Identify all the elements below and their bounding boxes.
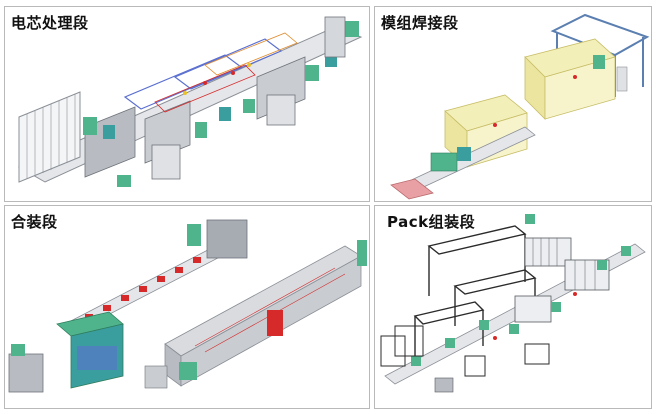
module-welding-line-illustration [390,13,650,200]
assembly-line-illustration [8,219,367,393]
cell-processing-line-illustration [17,16,363,187]
panel-pack-assembly: Pack组装段 [374,205,652,409]
panel-assembly: 合装段 [4,205,370,409]
panel-label: 合装段 [11,213,58,231]
panel-module-welding: 模组焊接段 [374,6,652,202]
panel-label: 模组焊接段 [381,14,459,32]
pack-assembly-line-illustration [380,214,646,393]
panel-cell-processing: 电芯处理段 [4,6,370,202]
panel-label: Pack组装段 [387,213,476,231]
panel-label: 电芯处理段 [11,14,89,32]
